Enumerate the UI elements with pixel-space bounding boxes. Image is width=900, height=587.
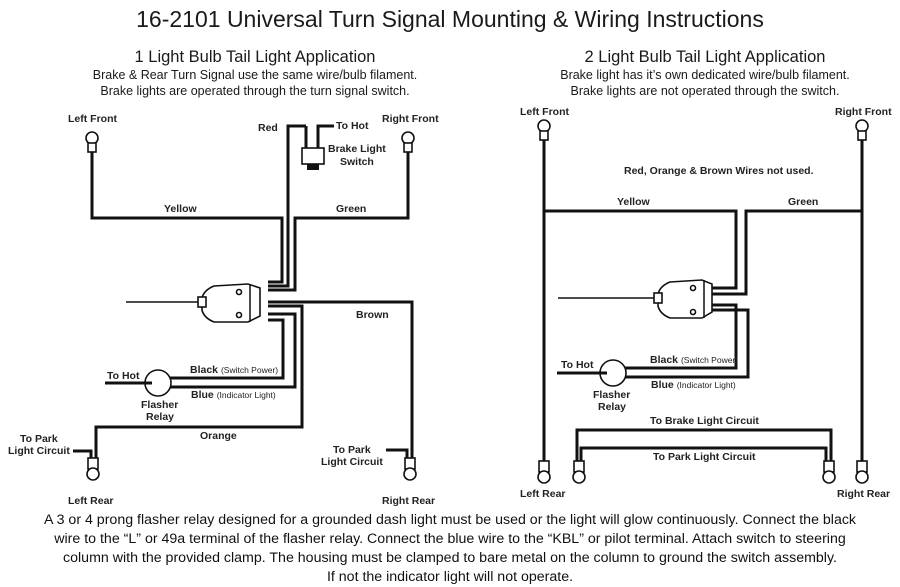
left-diagram [73,124,417,481]
right-diagram [537,119,869,484]
instructions-footer: A 3 or 4 prong flasher relay designed fo… [0,511,900,587]
label-to-hot-switch: To Hot [336,120,369,132]
label-brake-switch-2: Switch [340,156,374,168]
brake-light-switch [301,147,325,170]
wire-park-circuit [579,446,828,461]
label-brake-circuit: To Brake Light Circuit [650,415,759,427]
label-right-rear: Right Rear [382,495,436,507]
label-flasher-1: Flasher [141,399,179,411]
turn-signal-switch-left [126,283,261,323]
label-green-2: Green [788,196,819,208]
right-panel-line2: Brake lights are not operated through th… [570,84,840,98]
label-flasher-2-2: Relay [598,401,627,413]
right-panel-heading: 2 Light Bulb Tail Light Application [584,48,826,66]
label-flasher-2: Relay [146,411,175,423]
label-orange: Orange [200,430,237,442]
bulb-right-front-2 [855,119,869,141]
bulb-left-front-2 [537,119,551,141]
bulb-left-rear-2a [537,460,551,484]
wire-black-2 [624,303,738,370]
label-park-right-2: Light Circuit [321,456,383,468]
label-to-hot-relay: To Hot [107,370,140,382]
label-blue: Blue (Indicator Light) [191,389,276,401]
bulb-left-rear-2b [572,460,586,484]
label-right-front-2: Right Front [835,106,892,118]
label-right-rear-2: Right Rear [837,488,891,500]
label-left-rear: Left Rear [68,495,114,507]
footer-line-2: wire to the “L” or 49a terminal of the f… [54,531,846,547]
left-panel-line2: Brake lights are operated through the tu… [100,84,410,98]
bulb-left-front [85,131,99,153]
page-title: 16-2101 Universal Turn Signal Mounting &… [136,6,764,32]
bulb-right-rear-2b [855,460,869,484]
label-right-front: Right Front [382,113,439,125]
wire-green [268,152,410,292]
left-panel-line1: Brake & Rear Turn Signal use the same wi… [92,68,418,82]
label-flasher-1-2: Flasher [593,389,631,401]
label-black-2: Black (Switch Power) [650,354,739,366]
label-yellow: Yellow [164,203,197,215]
wire-to-hot-switch [316,124,334,148]
right-panel-line1: Brake light has it’s own dedicated wire/… [560,68,850,82]
label-red: Red [258,122,278,134]
wire-black [170,318,285,380]
label-yellow-2: Yellow [617,196,650,208]
wire-brake-circuit [575,428,833,461]
label-green: Green [336,203,367,215]
wire-blue-2 [624,308,750,379]
bulb-left-rear [86,457,100,481]
wire-park-right [386,448,409,458]
label-park-circuit: To Park Light Circuit [653,451,756,463]
left-panel-heading: 1 Light Bulb Tail Light Application [134,48,376,66]
wire-green-2-branch [712,209,862,296]
bulb-right-front [401,131,415,153]
footer-line-1: A 3 or 4 prong flasher relay designed fo… [43,512,857,528]
label-left-front: Left Front [68,113,117,125]
wire-brown [268,300,414,458]
wire-yellow [90,152,284,284]
wire-park-left [73,449,93,458]
wire-blue [170,312,297,389]
footer-line-4: If not the indicator light will not oper… [326,569,574,585]
label-brake-switch-1: Brake Light [328,143,386,155]
label-brown: Brown [356,309,389,321]
wire-red [268,124,306,288]
bulb-right-rear [403,457,417,481]
label-not-used: Red, Orange & Brown Wires not used. [624,165,814,177]
wire-orange [94,304,304,458]
label-blue-2: Blue (Indicator Light) [651,379,736,391]
bulb-right-rear-2a [822,460,836,484]
footer-line-3: column with the provided clamp. The hous… [63,550,837,566]
label-left-front-2: Left Front [520,106,569,118]
label-black: Black (Switch Power) [190,364,279,376]
label-to-hot-relay-2: To Hot [561,359,594,371]
label-park-left-2: Light Circuit [8,445,70,457]
label-park-left-1: To Park [20,433,58,445]
label-park-right-1: To Park [333,444,371,456]
label-left-rear-2: Left Rear [520,488,566,500]
turn-signal-switch-right [558,279,713,319]
wire-yellow-2-branch [544,209,738,290]
